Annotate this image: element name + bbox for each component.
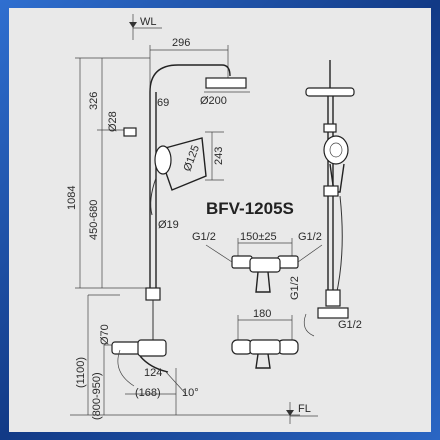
- arm-dimension: 296: [149, 37, 229, 90]
- dim-243: 243: [213, 147, 225, 165]
- dim-d28: Ø28: [107, 111, 119, 132]
- shower-column-front-view: [303, 60, 355, 337]
- dim-124: 124: [144, 367, 162, 379]
- dim-168: (168): [135, 387, 161, 399]
- wl-marker: WL: [129, 14, 162, 40]
- g12-vertical: G1/2: [289, 276, 301, 300]
- dim-69: 69: [157, 97, 169, 109]
- mixer-front-view: [205, 238, 323, 293]
- dim-1100: (1100): [75, 357, 87, 388]
- fl-marker: FL: [286, 402, 318, 424]
- fl-label: FL: [298, 403, 311, 415]
- dim-d125: Ø125: [182, 144, 202, 173]
- dim-296: 296: [172, 37, 190, 49]
- dim-150: 150±25: [240, 231, 277, 243]
- dim-angle-10: 10°: [182, 387, 199, 399]
- mixer-front-view-lower: [231, 315, 299, 369]
- dim-326: 326: [88, 92, 100, 110]
- dim-d70: Ø70: [99, 324, 111, 345]
- model-name: BFV-1205S: [206, 199, 294, 218]
- dim-1084: 1084: [66, 186, 78, 210]
- wl-label: WL: [140, 16, 157, 28]
- mixer-valve-side-view: [111, 339, 187, 415]
- g12-right: G1/2: [298, 231, 322, 243]
- dim-d200: Ø200: [200, 95, 227, 107]
- dim-180: 180: [253, 308, 271, 320]
- hand-shower-side-view: [150, 131, 224, 216]
- dim-d19: Ø19: [158, 219, 179, 231]
- shower-column-side-view: [123, 64, 250, 345]
- dim-800-950: (800-950): [91, 372, 103, 420]
- g12-left: G1/2: [192, 231, 216, 243]
- g12-bottom: G1/2: [338, 319, 362, 331]
- dim-450-680: 450-680: [88, 200, 100, 240]
